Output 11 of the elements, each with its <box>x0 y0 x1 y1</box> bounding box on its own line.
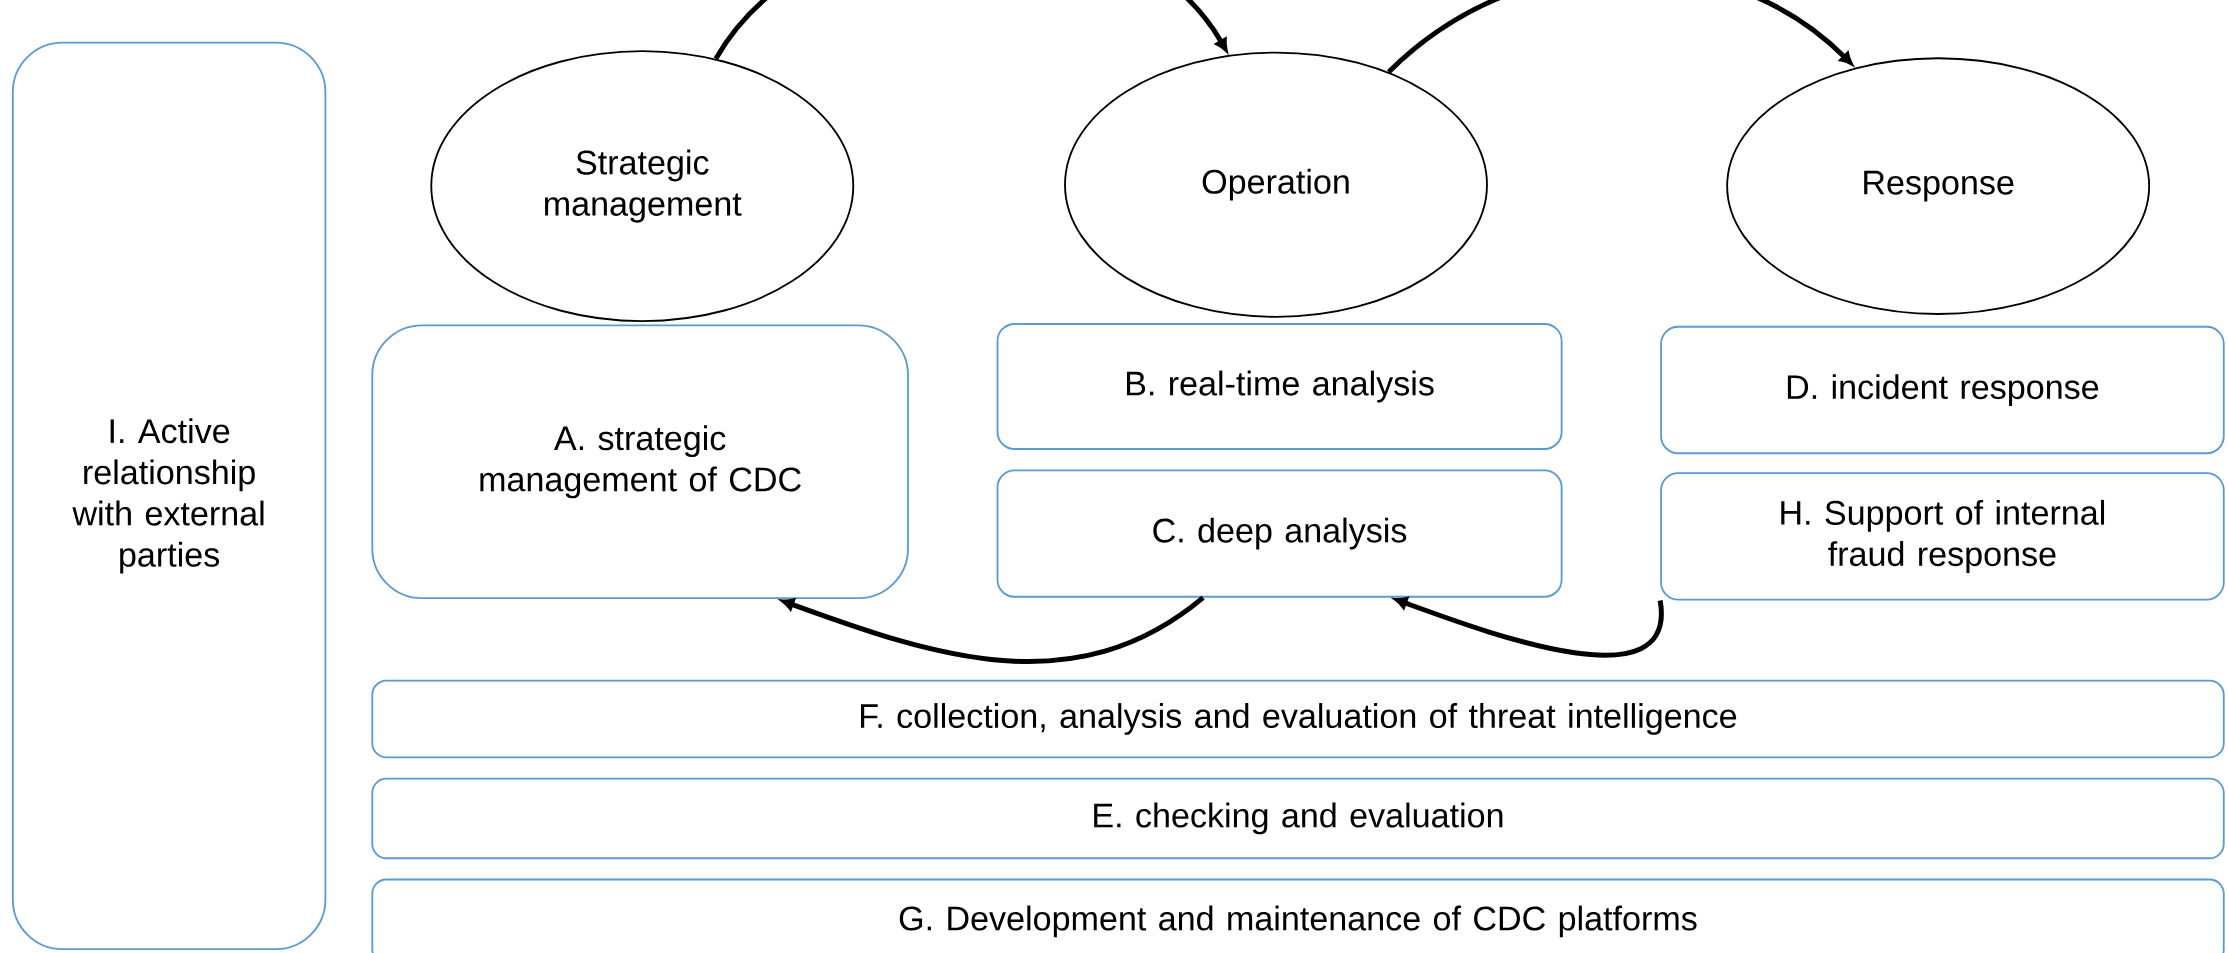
process-box: I. Active relationship with external parties <box>11 41 327 950</box>
process-box: C. deep analysis <box>996 469 1563 598</box>
process-box: F. collection, analysis and evaluation of threat intelligence <box>371 679 2225 759</box>
process-box: D. incident response <box>1660 325 2225 454</box>
process-box: G. Development and maintenance of CDC platforms <box>371 878 2225 953</box>
arrow <box>1387 0 1853 74</box>
process-box: E. checking and evaluation <box>371 777 2225 859</box>
process-box: B. real-time analysis <box>996 322 1563 450</box>
process-box: A. strategic management of CDC <box>371 324 909 599</box>
arrow <box>713 0 1228 60</box>
process-box: H. Support of internal fraud response <box>1660 472 2225 601</box>
